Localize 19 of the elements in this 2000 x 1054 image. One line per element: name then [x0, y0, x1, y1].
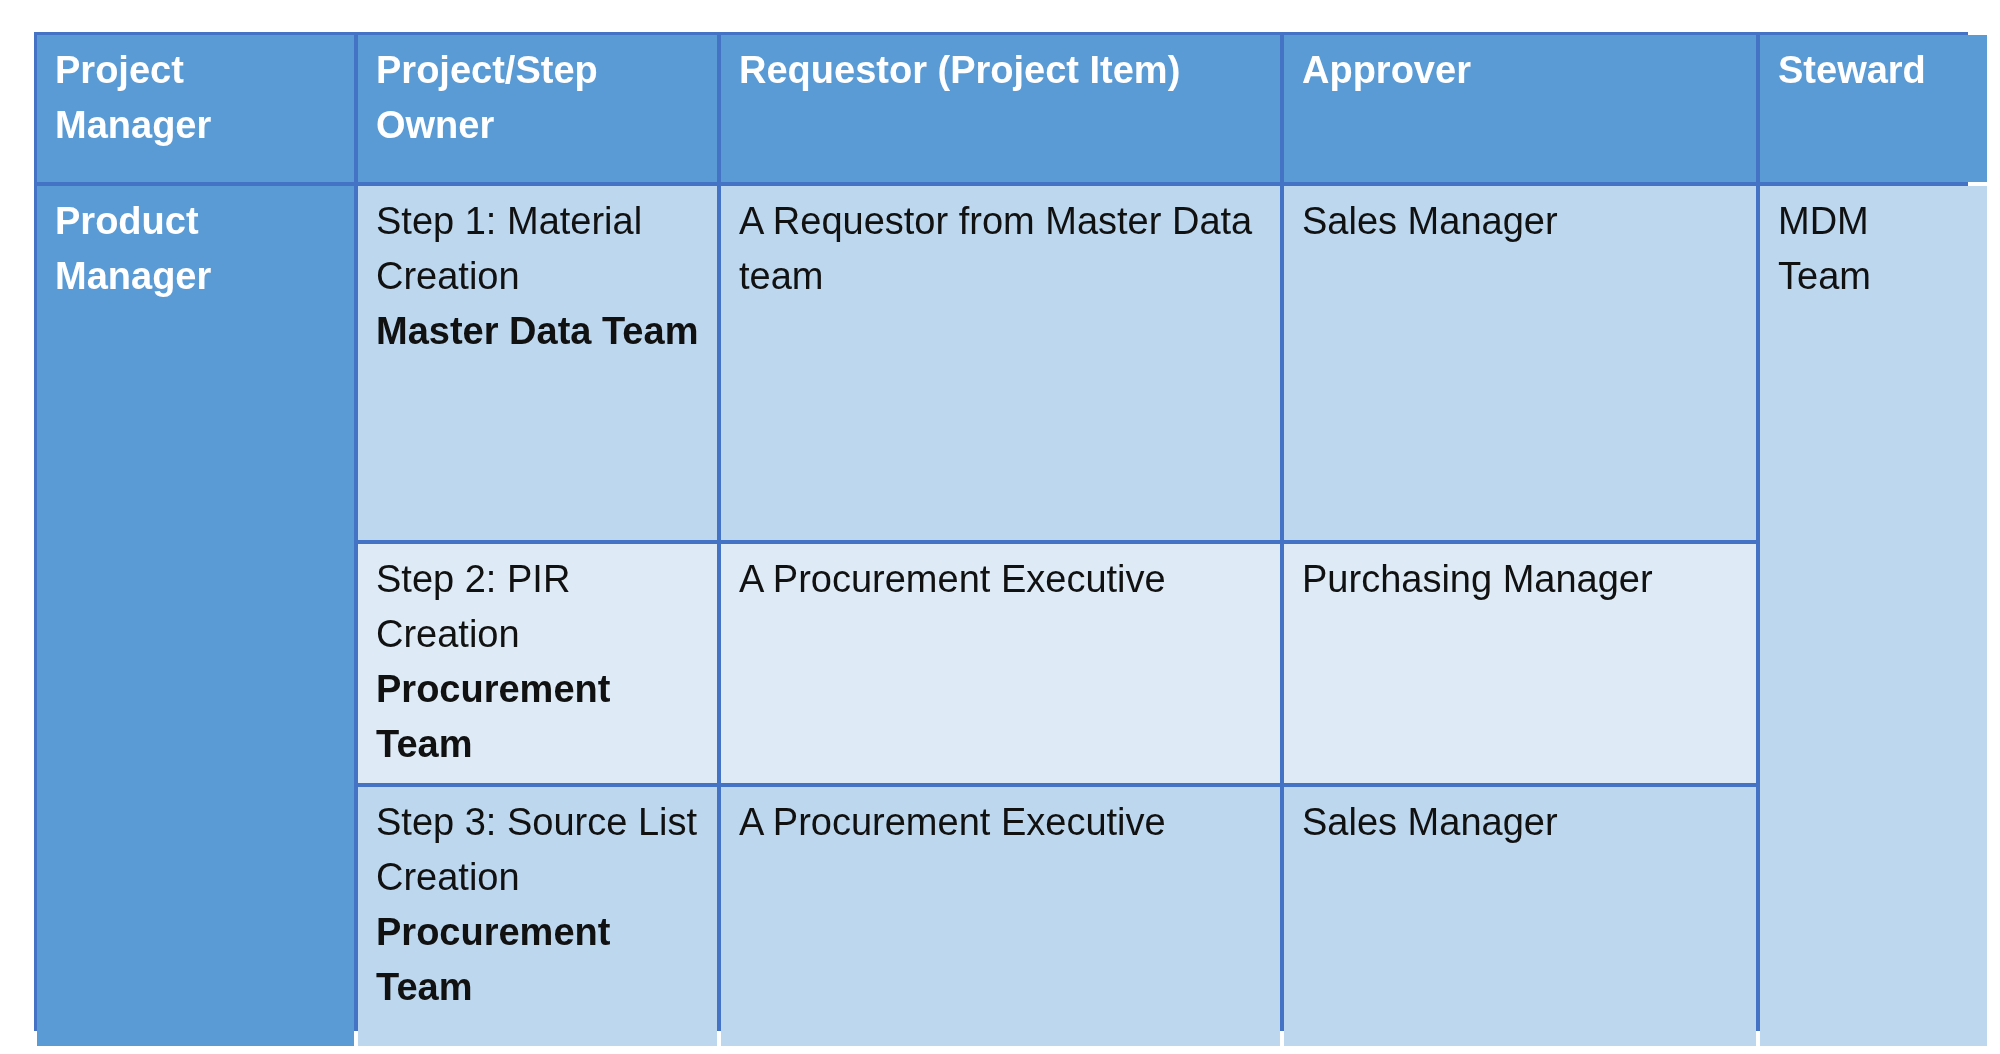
cell-text: A Procurement Executive: [739, 557, 1166, 602]
team-name: Procurement Team: [376, 910, 612, 1011]
team-name: Procurement Team: [376, 667, 612, 768]
header-text: Approver: [1302, 48, 1471, 93]
team-name: Master Data Team: [376, 309, 699, 355]
header-text: Product Manager: [55, 199, 213, 300]
header-text: Steward: [1778, 48, 1926, 93]
header-text: Project/Step Owner: [376, 48, 599, 149]
cell-text: Sales Manager: [1302, 800, 1558, 845]
cell-text: Step 3: Source List Creation: [376, 800, 699, 901]
cell-text: Step 1: Material Creation: [376, 199, 644, 300]
cell-text: A Requestor from Master Data team: [739, 199, 1254, 300]
header-text: Project Manager: [55, 48, 213, 149]
header-text: Requestor (Project Item): [739, 48, 1181, 93]
cell-text: Sales Manager: [1302, 199, 1558, 244]
cell-text: A Procurement Executive: [739, 800, 1166, 845]
cell-text: Purchasing Manager: [1302, 557, 1653, 602]
cell-text: MDM Team: [1778, 199, 1872, 300]
cell-text: Step 2: PIR Creation: [376, 557, 572, 658]
